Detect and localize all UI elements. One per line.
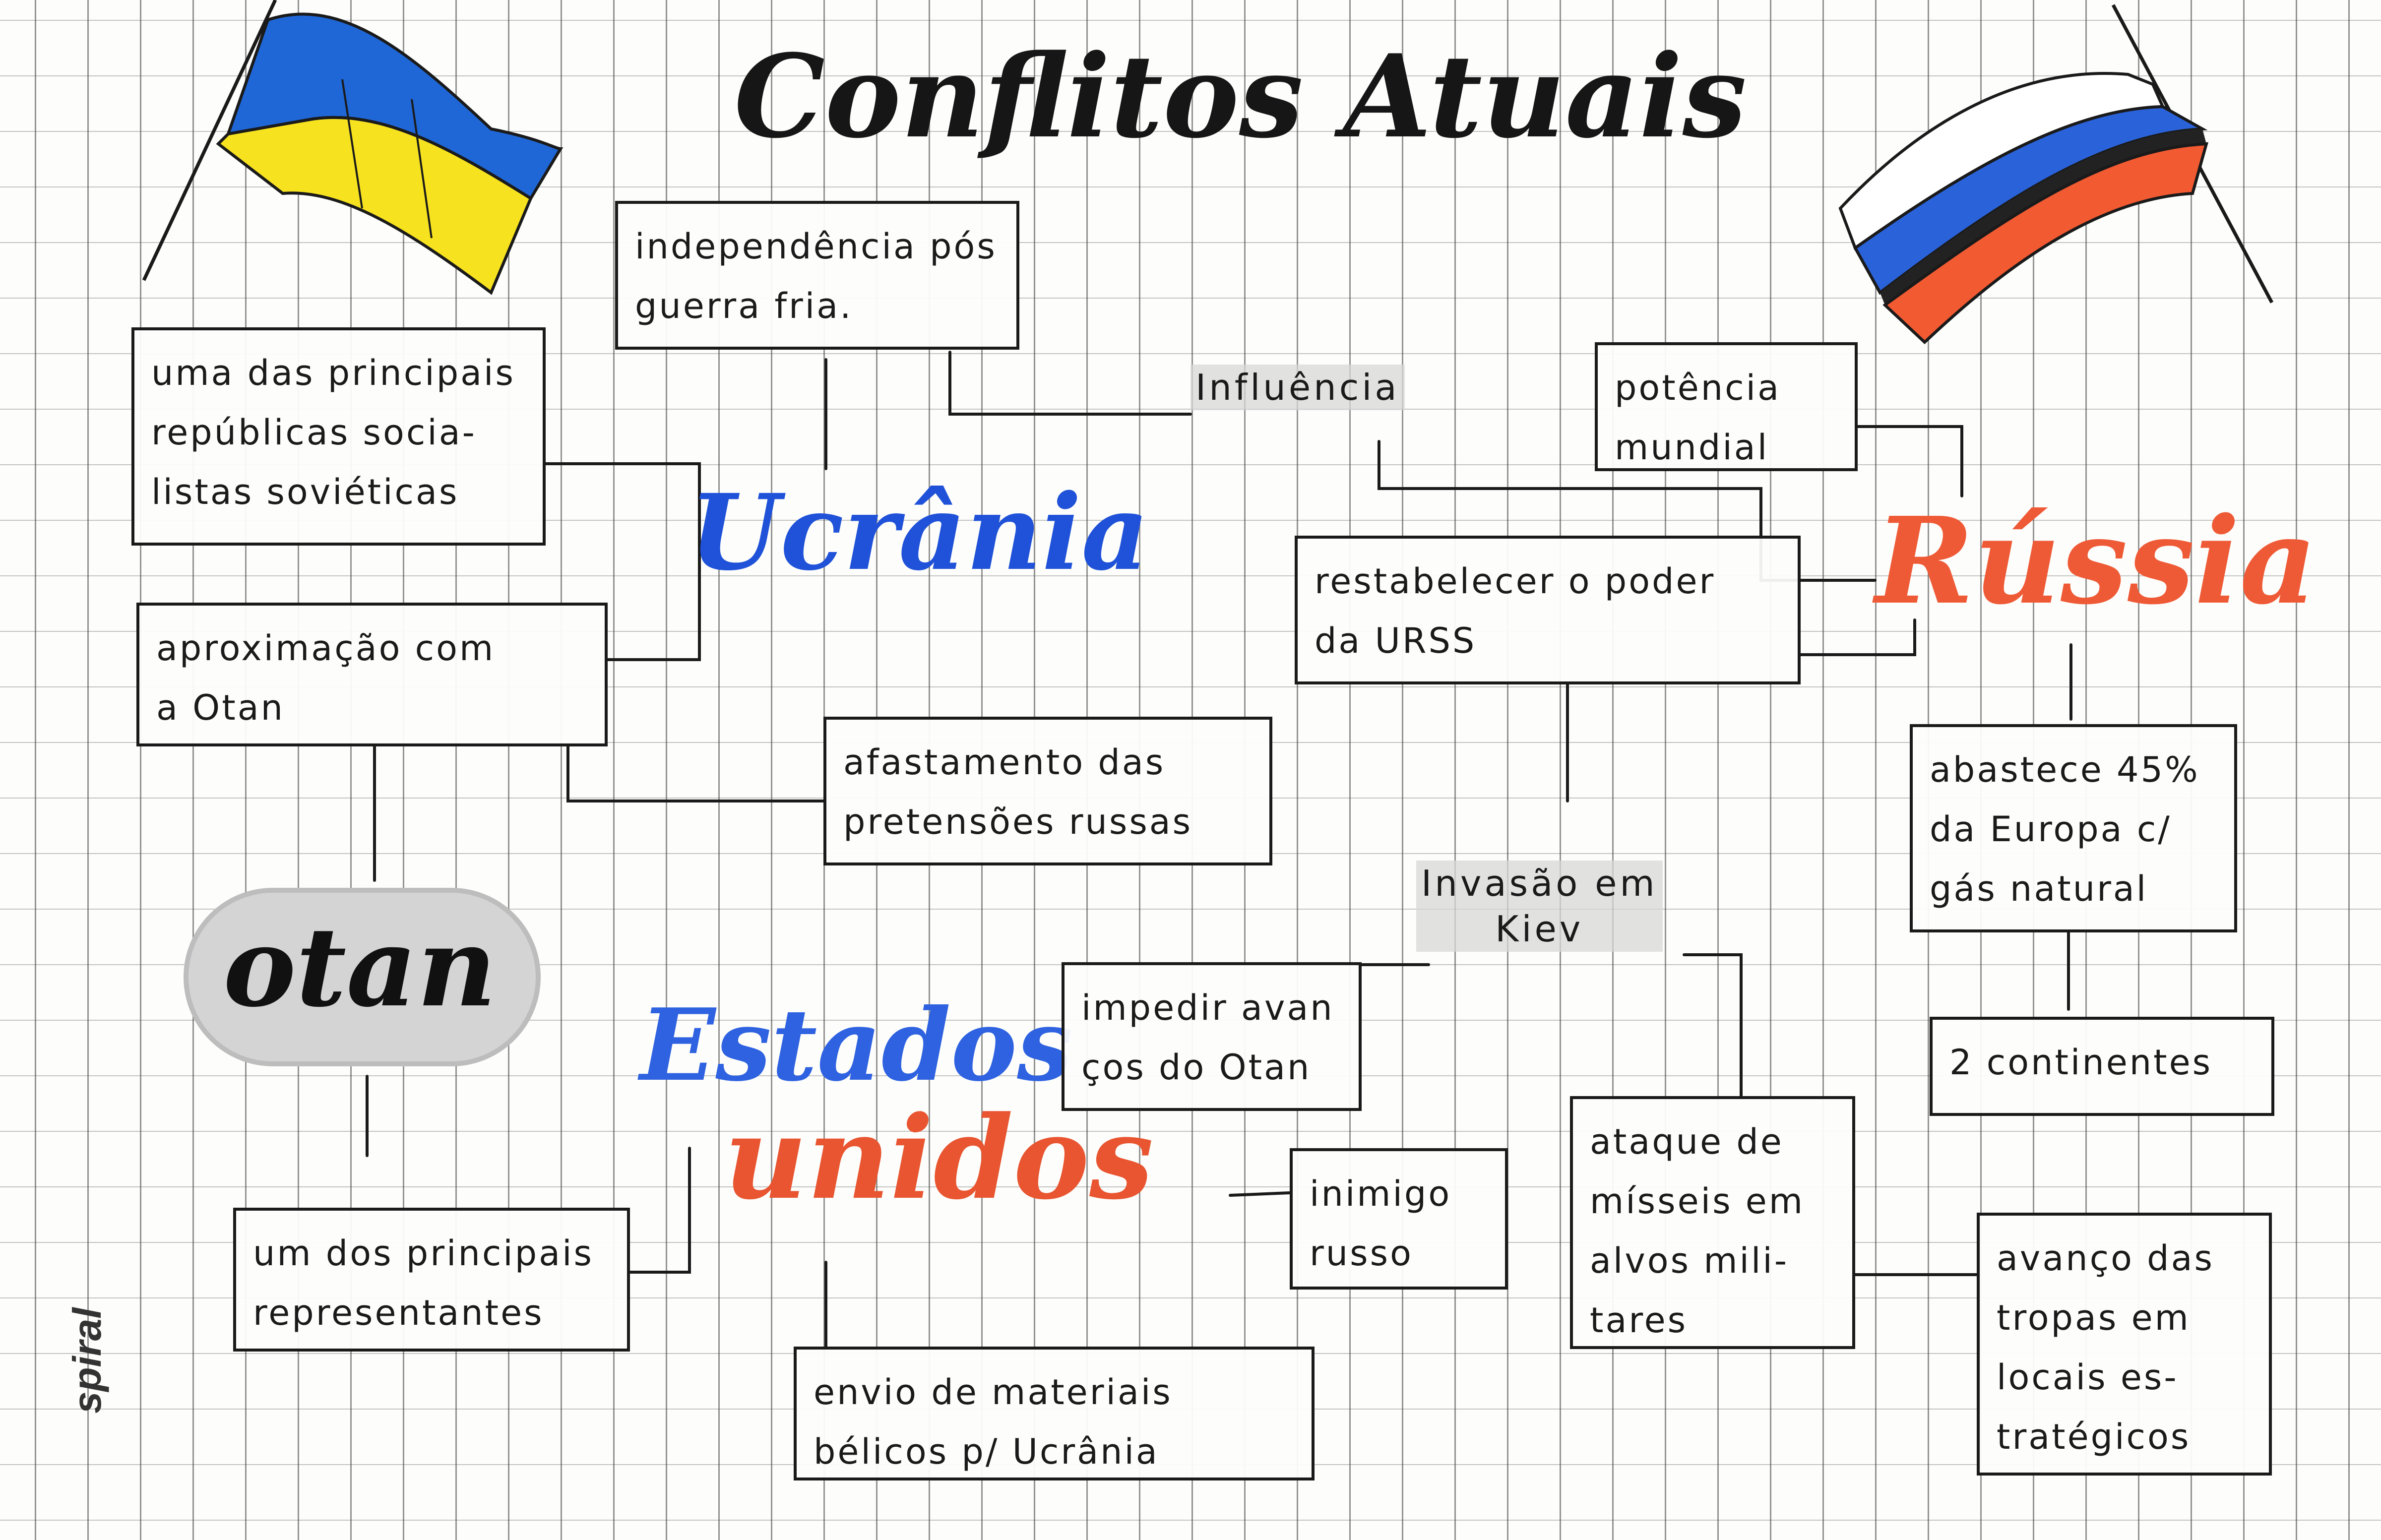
russia-flag-red-stripe (1882, 142, 2209, 345)
ukraine-flag-yellow-stripe (216, 116, 533, 295)
box-afastamento: afastamento das pretensões russas (823, 717, 1272, 865)
box-republicas: uma das principais repúblicas socia- lis… (131, 327, 546, 546)
page-title: Conflitos Atuais (734, 30, 1747, 164)
tag-influencia: Influência (1190, 365, 1405, 410)
box-avanco: avanço das tropas em locais es- tratégic… (1977, 1213, 2272, 1476)
heading-estados: Estados (640, 987, 1073, 1104)
ukraine-flag-icon (142, 0, 564, 295)
connector-restabelecer-russia (1799, 618, 1916, 656)
heading-ucrania: Ucrânia (689, 471, 1149, 594)
connector-unidos-inimigo (1229, 1191, 1291, 1197)
heading-russia: Rússia (1875, 491, 2317, 631)
connector-independencia-influencia (948, 351, 1192, 416)
box-continentes: 2 continentes (1930, 1017, 2274, 1116)
connector-invasao-ataque (1683, 953, 1743, 1098)
box-abastece: abastece 45% da Europa c/ gás natural (1910, 724, 2237, 932)
box-envio: envio de materiais bélicos p/ Ucrânia (794, 1347, 1315, 1480)
box-restabelecer: restabelecer o poder da URSS (1295, 536, 1801, 684)
connector-potencia-russia (1856, 425, 1963, 497)
otan-cloud-highlight (184, 888, 541, 1066)
box-impedir: impedir avan ços do Otan (1062, 962, 1362, 1111)
box-independencia: independência pós guerra fria. (615, 201, 1019, 350)
connector-representantes-eua (628, 1147, 691, 1274)
heading-unidos: unidos (724, 1091, 1154, 1225)
box-aproximacao: aproximação com a Otan (136, 603, 608, 746)
box-inimigo: inimigo russo (1290, 1148, 1508, 1290)
russia-flag-icon (1838, 4, 2274, 345)
tag-invasao: Invasão em Kiev (1416, 861, 1663, 952)
box-ataque: ataque de mísseis em alvos mili- tares (1570, 1096, 1855, 1349)
connector-aproximacao-afastamento (566, 745, 825, 802)
heading-otan: otan (223, 903, 497, 1031)
connector-republicas-ucrania (544, 462, 701, 661)
box-representantes: um dos principais representantes (233, 1208, 630, 1352)
brand-logo: spiral (65, 1307, 109, 1414)
box-potencia: potência mundial (1595, 342, 1858, 471)
